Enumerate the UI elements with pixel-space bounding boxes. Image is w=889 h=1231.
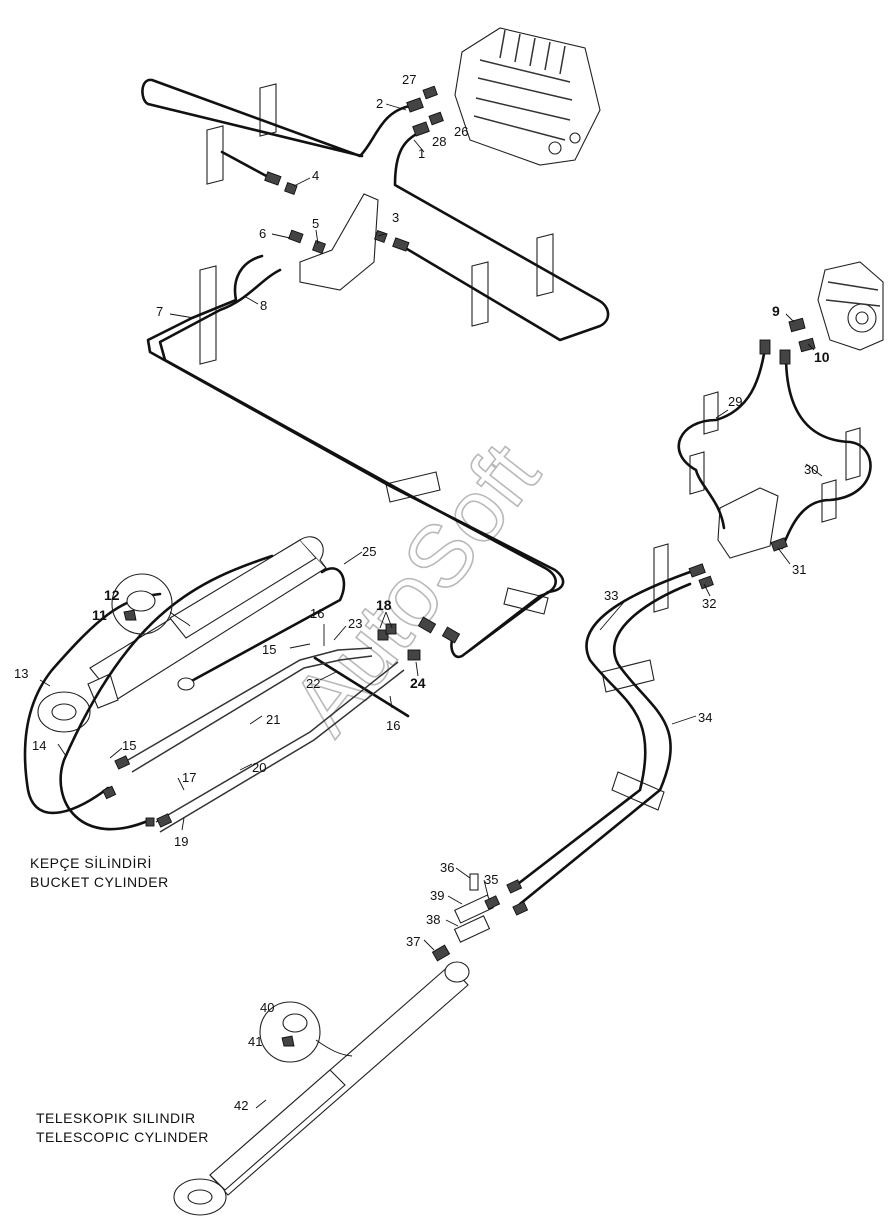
pump-block xyxy=(817,261,884,351)
part-label-41: 41 xyxy=(248,1034,262,1049)
detail-callouts xyxy=(111,573,353,1063)
part-label-11: 11 xyxy=(92,607,107,623)
part-label-20: 20 xyxy=(252,760,266,775)
part-label-4: 4 xyxy=(312,168,319,183)
part-label-8: 8 xyxy=(260,298,267,313)
part-label-21: 21 xyxy=(266,712,280,727)
watermark-text: AutoSoft xyxy=(272,425,558,752)
part-label-25: 25 xyxy=(362,544,376,559)
caption-bucket-tr: KEPÇE SİLİNDİRİ xyxy=(30,854,152,871)
part-label-23: 23 xyxy=(348,616,362,631)
caption-tele-en: TELESCOPIC CYLINDER xyxy=(36,1129,209,1145)
telescopic-cylinder xyxy=(173,961,470,1216)
part-label-16-lower: 16 xyxy=(386,718,400,733)
part-label-26: 26 xyxy=(454,124,468,139)
part-label-15-lower: 15 xyxy=(122,738,136,753)
part-label-14: 14 xyxy=(32,738,46,753)
part-label-36: 36 xyxy=(440,860,454,875)
part-label-32: 32 xyxy=(702,596,716,611)
part-label-29: 29 xyxy=(728,394,742,409)
part-label-6: 6 xyxy=(259,226,266,241)
part-label-2: 2 xyxy=(376,96,383,111)
part-label-17: 17 xyxy=(182,770,196,785)
part-label-39: 39 xyxy=(430,888,444,903)
leader-lines xyxy=(39,103,823,1109)
part-label-28: 28 xyxy=(432,134,446,149)
part-label-35: 35 xyxy=(484,872,498,887)
part-label-19: 19 xyxy=(174,834,188,849)
part-label-7: 7 xyxy=(156,304,163,319)
part-label-13: 13 xyxy=(14,666,28,681)
part-label-9: 9 xyxy=(772,303,780,319)
part-label-33: 33 xyxy=(604,588,618,603)
part-labels: 1 2 3 4 5 6 7 8 9 10 11 12 13 14 15 15 1… xyxy=(14,72,830,1113)
control-valve xyxy=(454,27,601,166)
part-label-18: 18 xyxy=(376,597,392,613)
rigid-tubes xyxy=(127,647,405,833)
part-label-15-upper: 15 xyxy=(262,642,276,657)
part-label-24: 24 xyxy=(410,675,426,691)
part-label-37: 37 xyxy=(406,934,420,949)
part-label-34: 34 xyxy=(698,710,712,725)
part-label-1: 1 xyxy=(418,146,425,161)
part-label-16-upper: 16 xyxy=(310,606,324,621)
part-label-42: 42 xyxy=(234,1098,248,1113)
captions: KEPÇE SİLİNDİRİ BUCKET CYLINDER TELESKOP… xyxy=(30,854,209,1145)
caption-bucket-en: BUCKET CYLINDER xyxy=(30,874,169,890)
hose-lines xyxy=(23,78,872,906)
part-label-5: 5 xyxy=(312,216,319,231)
bucket-cylinder xyxy=(37,536,327,733)
part-label-31: 31 xyxy=(792,562,806,577)
fittings xyxy=(102,85,816,1047)
part-label-40: 40 xyxy=(260,1000,274,1015)
part-label-12: 12 xyxy=(104,587,120,603)
part-label-22: 22 xyxy=(306,676,320,691)
caption-tele-tr: TELESKOPIK SILINDIR xyxy=(36,1110,196,1126)
hose-clamp-brackets xyxy=(199,83,861,811)
part-label-3: 3 xyxy=(392,210,399,225)
part-label-10: 10 xyxy=(814,349,830,365)
part-label-38: 38 xyxy=(426,912,440,927)
part-label-27: 27 xyxy=(402,72,416,87)
part-label-30: 30 xyxy=(804,462,818,477)
